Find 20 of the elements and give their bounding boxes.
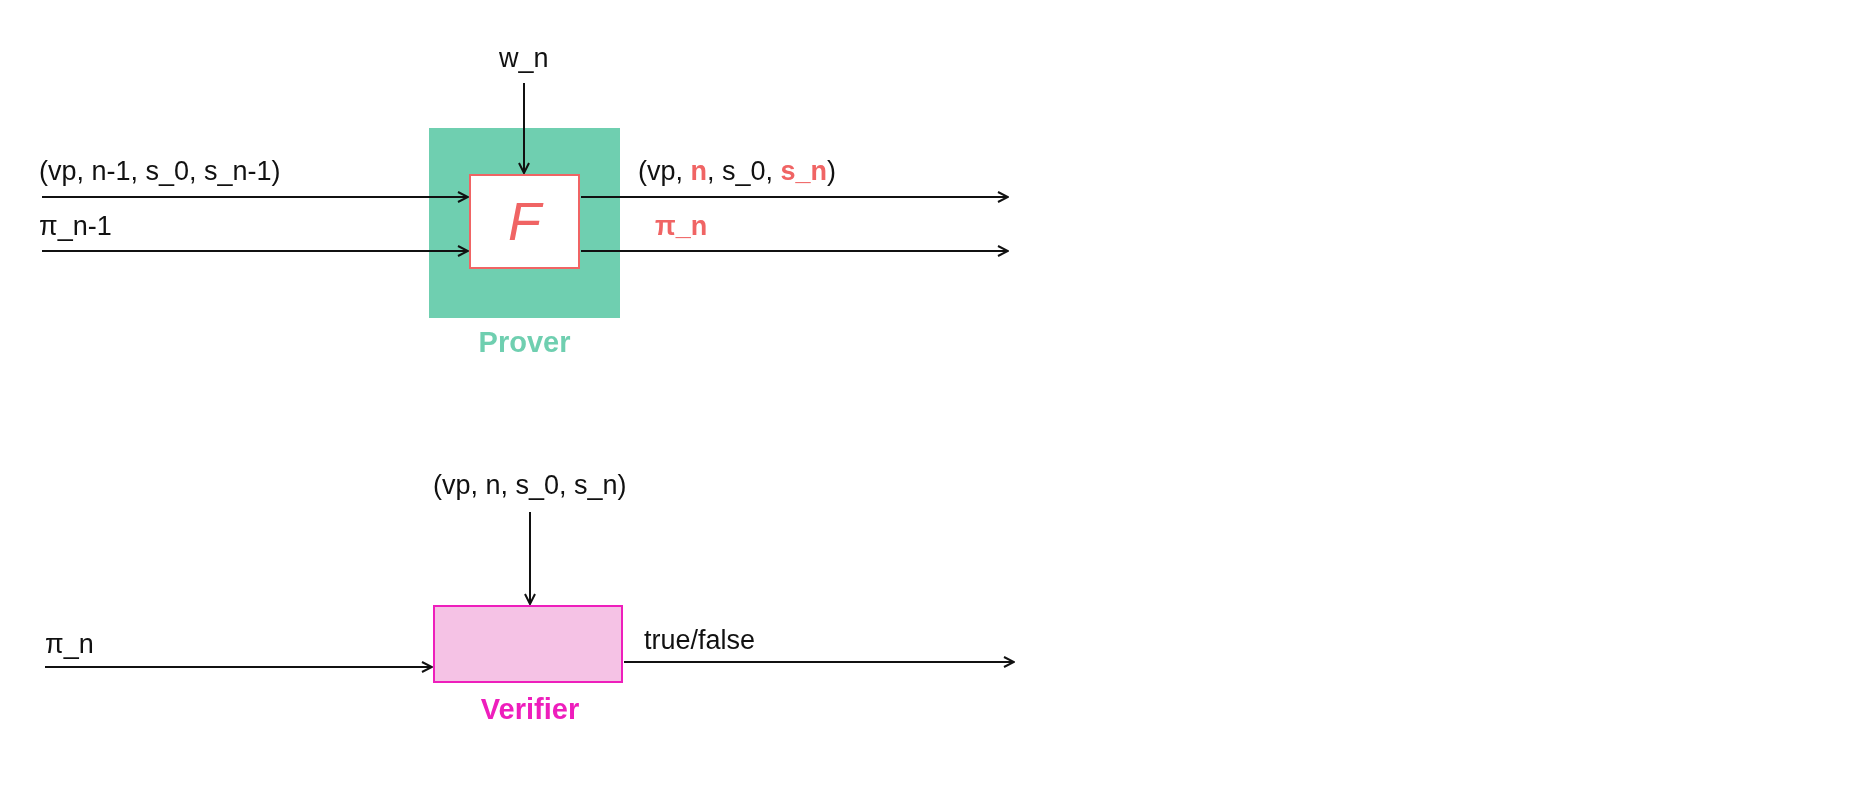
arrow xyxy=(41,245,469,257)
function-box xyxy=(469,174,580,269)
edge-label: true/false xyxy=(644,627,756,654)
edge-label: π_n-1 xyxy=(39,213,112,240)
arrow xyxy=(41,191,469,203)
box-heading: Prover xyxy=(477,328,572,357)
arrow xyxy=(580,191,1009,203)
arrow xyxy=(580,245,1009,257)
edge-label: π_n xyxy=(655,213,708,240)
arrow xyxy=(44,661,433,673)
edge-label: w_n xyxy=(499,45,549,72)
arrow xyxy=(518,82,530,174)
function-symbol: F xyxy=(471,194,578,248)
edge-label: (vp, n, s_0, s_n) xyxy=(638,158,837,185)
edge-label: π_n xyxy=(45,631,94,658)
edge-label: (vp, n, s_0, s_n) xyxy=(433,472,627,499)
arrow xyxy=(524,511,536,605)
box-heading: Verifier xyxy=(479,695,581,724)
arrow xyxy=(623,656,1015,668)
edge-label: (vp, n-1, s_0, s_n-1) xyxy=(39,158,281,185)
